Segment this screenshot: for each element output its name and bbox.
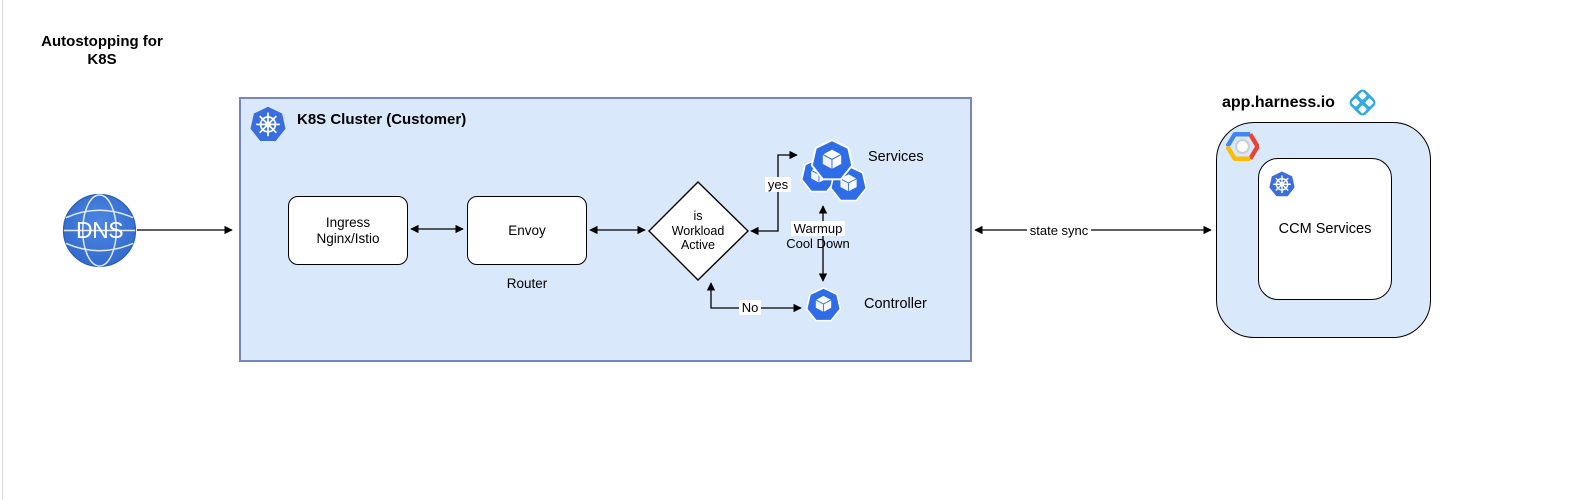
diagram-title-line2: K8S [87,51,117,68]
edge-label-state-sync: state sync [1014,223,1104,238]
warmup-text: Warmup [790,221,846,236]
decision-line3: Active [680,238,716,252]
dns-globe-icon [62,193,137,268]
ingress-node: Ingress Nginx/Istio [288,196,408,265]
kubernetes-icon [250,106,286,141]
harness-ccm-icon [1349,89,1376,116]
edge-label-no: No [732,300,768,315]
decision-line1: is [693,209,703,223]
cooldown-text: Cool Down [786,236,850,251]
kubernetes-pods-icon [799,136,869,202]
pod-icon-top [811,139,853,181]
google-cloud-icon [1226,132,1259,161]
envoy-label: Envoy [508,222,546,238]
dns-node: DNS [62,193,137,268]
diagram-title-line1: Autostopping for [41,33,163,50]
kubernetes-icon-small [1269,171,1295,197]
controller-label: Controller [864,296,927,312]
ingress-label-line1: Ingress [325,214,371,230]
envoy-node: Envoy [467,196,587,265]
harness-title: app.harness.io [1222,94,1335,111]
k8s-cluster-title: K8S Cluster (Customer) [297,111,467,128]
decision-line2: Workload [671,223,725,238]
window-edge-line [2,0,3,500]
router-label: Router [506,276,548,291]
ccm-services-label: CCM Services [1278,221,1372,237]
services-label: Services [868,149,924,165]
dns-label: DNS [75,217,124,243]
diagram-title: Autostopping for K8S [24,33,180,69]
kubernetes-pod-icon [806,287,841,322]
ingress-label-line2: Nginx/Istio [316,230,380,246]
decision-node-label: is Workload Active [649,209,747,253]
edge-label-yes: yes [760,177,796,192]
edge-label-warmup-cooldown: Warmup Cool Down [780,221,856,251]
